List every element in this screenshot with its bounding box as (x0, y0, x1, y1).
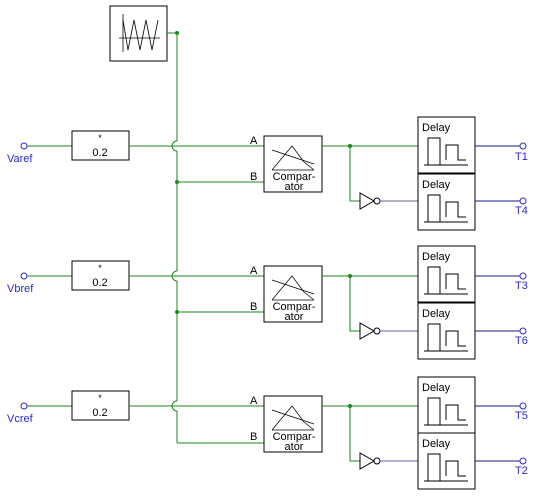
delay-block-t2[interactable]: Delay (417, 432, 476, 490)
delay-block-t1[interactable]: Delay (417, 116, 476, 174)
comparator-label: Compar- (273, 301, 316, 313)
phase-b: Vbref * 0.2 A B Compar- ator (7, 245, 528, 360)
output-label-t6: T6 (515, 335, 528, 347)
delay-block-t5[interactable]: Delay (417, 376, 476, 434)
port-a-label: A (250, 395, 258, 407)
input-port-varef[interactable]: Varef (7, 142, 72, 165)
output-label-t4: T4 (515, 205, 528, 217)
gain-block[interactable]: * 0.2 (71, 390, 130, 421)
delay-pulse-icon (424, 453, 468, 482)
delay-pulse-icon (424, 323, 468, 352)
gain-value: 0.2 (92, 407, 107, 419)
delay-label: Delay (422, 122, 451, 134)
port-b-label: B (250, 171, 257, 183)
comparator-label: Compar- (273, 171, 316, 183)
delay-label: Delay (422, 382, 451, 394)
input-port-vbref[interactable]: Vbref (7, 272, 72, 295)
delay-label: Delay (422, 251, 451, 263)
comparator-icon (271, 145, 315, 171)
gain-block[interactable]: * 0.2 (71, 260, 130, 291)
comparator-label-2: ator (285, 441, 304, 453)
gain-operator: * (98, 133, 102, 143)
output-label-t5: T5 (515, 410, 528, 422)
phase-c: Vcref * 0.2 A B Compar- ator (7, 376, 528, 490)
port-a-label: A (250, 265, 258, 277)
delay-block-t4[interactable]: Delay (417, 173, 476, 231)
comparator-block[interactable]: A B Compar- ator (250, 135, 323, 193)
phase-a: Varef * 0.2 A B Compar- ator (7, 116, 528, 231)
carrier-bus (167, 32, 178, 443)
output-label-t3: T3 (515, 280, 528, 292)
gain-value: 0.2 (92, 147, 107, 159)
comparator-block[interactable]: A B Compar- ator (250, 395, 323, 453)
delay-pulse-icon (424, 397, 468, 426)
input-label: Varef (7, 153, 33, 165)
gain-operator: * (98, 393, 102, 403)
inverter-gate[interactable] (359, 322, 381, 340)
comparator-icon (271, 275, 315, 301)
delay-label: Delay (422, 179, 451, 191)
comparator-label-2: ator (285, 181, 304, 193)
inverter-gate[interactable] (359, 452, 381, 470)
delay-pulse-icon (424, 194, 468, 223)
comparator-label-2: ator (285, 311, 304, 323)
inverter-gate[interactable] (359, 192, 381, 210)
triangle-wave-icon (119, 14, 160, 52)
delay-label: Delay (422, 438, 451, 450)
output-label-t1: T1 (515, 151, 528, 163)
delay-pulse-icon (424, 266, 468, 295)
input-port-vcref[interactable]: Vcref (7, 402, 72, 425)
delay-label: Delay (422, 308, 451, 320)
delay-pulse-icon (424, 137, 468, 166)
delay-block-t3[interactable]: Delay (417, 245, 476, 303)
delay-block-t6[interactable]: Delay (417, 302, 476, 360)
output-label-t2: T2 (515, 465, 528, 477)
comparator-block[interactable]: A B Compar- ator (250, 265, 323, 323)
input-label: Vbref (7, 283, 34, 295)
comparator-icon (271, 405, 315, 431)
comparator-label: Compar- (273, 431, 316, 443)
port-b-label: B (250, 431, 257, 443)
input-label: Vcref (7, 413, 34, 425)
gain-operator: * (98, 263, 102, 273)
carrier-source[interactable] (109, 5, 168, 62)
gain-value: 0.2 (92, 277, 107, 289)
port-b-label: B (250, 301, 257, 313)
gain-block[interactable]: * 0.2 (71, 130, 130, 161)
port-a-label: A (250, 135, 258, 147)
